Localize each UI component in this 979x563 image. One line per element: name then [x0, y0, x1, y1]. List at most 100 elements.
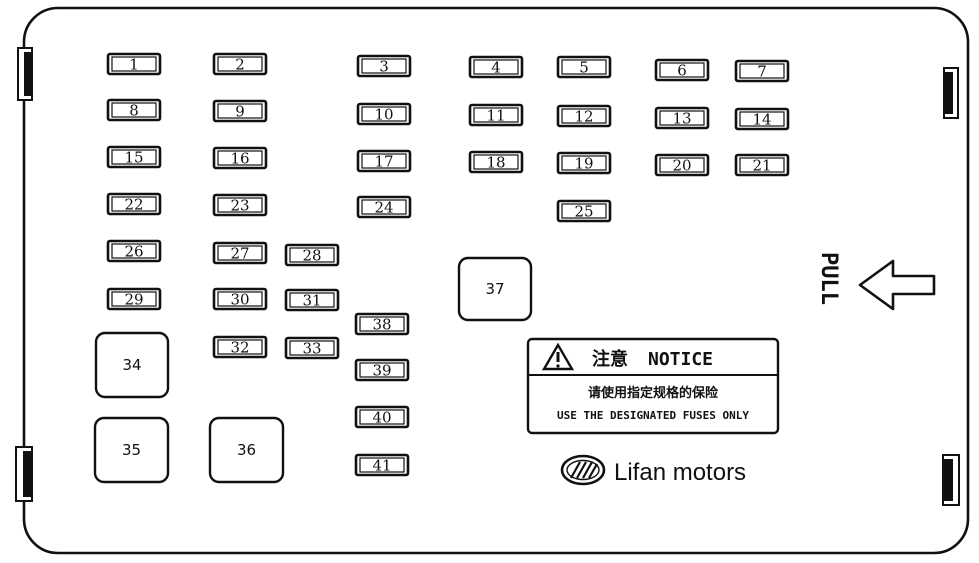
fuse-label: 21: [752, 157, 771, 175]
notice-label: 注意 NOTICE 请使用指定规格的保险 USE THE DESIGNATED …: [526, 337, 780, 435]
fuse-4: 4: [468, 55, 524, 79]
fuse-inner-outline: [111, 102, 157, 118]
fuse-inner-outline: [359, 409, 405, 425]
fuse-10: 10: [356, 102, 412, 126]
fuse-outline: [106, 145, 162, 169]
fuse-inner-outline: [359, 457, 405, 473]
fuse-inner-outline: [561, 59, 607, 75]
fuse-label: 11: [486, 107, 505, 125]
fuse-inner-outline: [111, 291, 157, 307]
fuse-inner-outline: [361, 199, 407, 215]
fuse-24: 24: [356, 195, 412, 219]
fuse-outline: [284, 288, 340, 312]
fuse-outline: [734, 107, 790, 131]
notice-title-cn: 注意: [592, 348, 628, 370]
fuse-inner-outline: [659, 110, 705, 126]
fuse-label: 8: [129, 102, 139, 120]
fuse-inner-outline: [659, 62, 705, 78]
fuse-22: 22: [106, 192, 162, 216]
fuse-inner-outline: [359, 316, 405, 332]
fuse-inner-outline: [561, 108, 607, 124]
fuse-label: 3: [379, 58, 389, 76]
fuse-outline: [556, 104, 612, 128]
fuse-inner-outline: [217, 150, 263, 166]
fuse-outline: [212, 287, 268, 311]
brand-name: Lifan motors: [614, 459, 746, 486]
fuse-inner-outline: [739, 157, 785, 173]
fuse-label: 31: [302, 292, 321, 310]
fuse-label: 9: [235, 103, 245, 121]
fuse-label: 38: [372, 316, 391, 334]
latch-left-bottom: [15, 446, 33, 502]
fuse-label: 40: [372, 409, 391, 427]
fuse-28: 28: [284, 243, 340, 267]
fuse-11: 11: [468, 103, 524, 127]
fuse-outline: [106, 192, 162, 216]
fuse-inner-outline: [473, 59, 519, 75]
fuse-label: 4: [491, 59, 501, 77]
arrow-left-icon: [858, 259, 936, 311]
fuse-label: 32: [230, 339, 249, 357]
fuse-outline: [356, 54, 412, 78]
fuse-label: 19: [574, 155, 593, 173]
fuse-8: 8: [106, 98, 162, 122]
fuse-label: 30: [230, 291, 249, 309]
pull-label: PULL: [816, 252, 841, 305]
fuse-label: 10: [374, 106, 393, 124]
fuse-label: 1: [129, 56, 139, 74]
fuse-inner-outline: [111, 149, 157, 165]
fuse-outline: [356, 149, 412, 173]
fuse-26: 26: [106, 239, 162, 263]
fuse-label: 5: [579, 59, 589, 77]
relay-outline: [208, 416, 285, 484]
fuse-outline: [354, 312, 410, 336]
fuse-outline: [212, 99, 268, 123]
latch-right-bottom: [942, 454, 960, 506]
relay-label: 34: [122, 356, 141, 374]
fuse-6: 6: [654, 58, 710, 82]
fuse-outline: [284, 336, 340, 360]
fuse-label: 12: [574, 108, 593, 126]
relay-outline: [93, 416, 170, 484]
fuse-15: 15: [106, 145, 162, 169]
fuse-25: 25: [556, 199, 612, 223]
fuse-18: 18: [468, 150, 524, 174]
relay-36: 36: [208, 416, 285, 484]
fuse-outline: [468, 150, 524, 174]
fuse-29: 29: [106, 287, 162, 311]
fuse-outline: [734, 59, 790, 83]
fuse-27: 27: [212, 241, 268, 265]
relay-outline: [94, 331, 170, 399]
fuse-inner-outline: [289, 247, 335, 263]
fuse-inner-outline: [289, 340, 335, 356]
notice-line-cn: 请使用指定规格的保险: [588, 385, 719, 401]
fuse-label: 29: [124, 291, 143, 309]
fuse-label: 7: [757, 63, 767, 81]
fuse-label: 13: [672, 110, 691, 128]
fuse-outline: [212, 193, 268, 217]
fuse-outline: [212, 146, 268, 170]
relay-37: 37: [457, 256, 533, 322]
fuse-3: 3: [356, 54, 412, 78]
fuse-label: 27: [230, 245, 249, 263]
fuse-inner-outline: [217, 56, 263, 72]
fuse-label: 24: [374, 199, 393, 217]
fuse-label: 20: [672, 157, 691, 175]
fuse-outline: [106, 98, 162, 122]
fuse-inner-outline: [561, 203, 607, 219]
fuse-inner-outline: [473, 107, 519, 123]
fuse-inner-outline: [217, 103, 263, 119]
fuse-inner-outline: [217, 291, 263, 307]
fuse-9: 9: [212, 99, 268, 123]
fuse-label: 6: [677, 62, 687, 80]
fuse-outline: [354, 405, 410, 429]
fuse-label: 33: [302, 340, 321, 358]
fuse-1: 1: [106, 52, 162, 76]
fuse-31: 31: [284, 288, 340, 312]
fuse-label: 22: [124, 196, 143, 214]
notice-line-en: USE THE DESIGNATED FUSES ONLY: [557, 409, 749, 422]
fuse-outline: [284, 243, 340, 267]
fuse-19: 19: [556, 151, 612, 175]
